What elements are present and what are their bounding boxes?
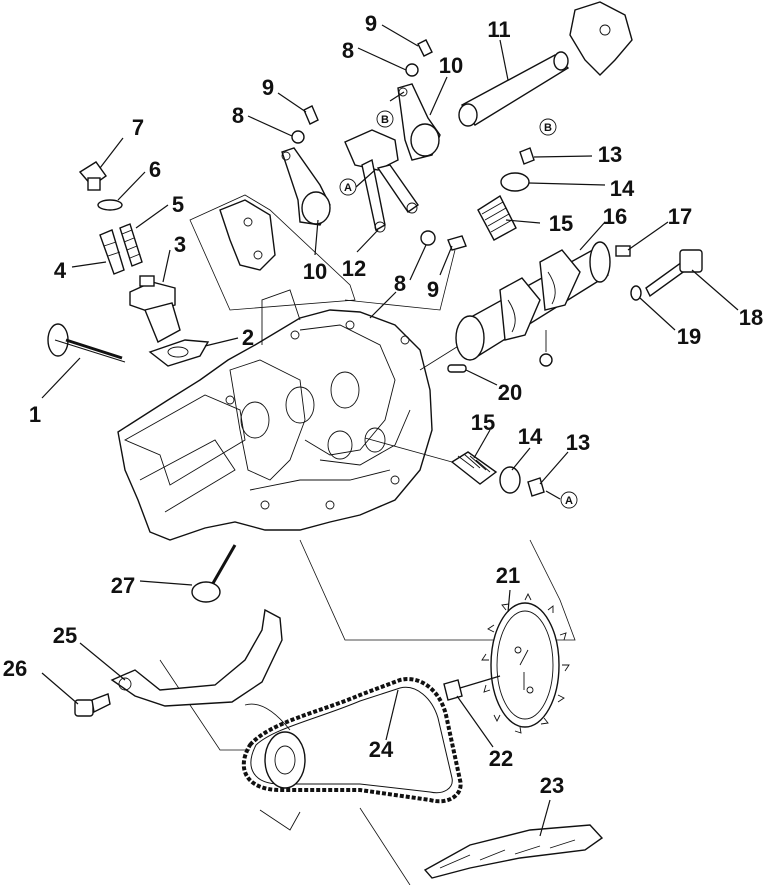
guide-pin — [447, 364, 467, 373]
callout-17: 17 — [668, 204, 692, 229]
callout-1: 1 — [29, 402, 41, 427]
adjuster-screw-top — [417, 39, 433, 57]
callout-19: 19 — [677, 324, 701, 349]
callout-27: 27 — [111, 573, 135, 598]
callout-5: 5 — [172, 192, 184, 217]
valve-train-outline — [344, 249, 456, 311]
rocker-arm-right — [397, 83, 441, 161]
callout-15-upper: 15 — [549, 211, 573, 236]
pivot-bolt — [74, 693, 111, 717]
callout-8-lower: 8 — [394, 271, 406, 296]
cylinder-head — [117, 289, 433, 541]
callout-8-top: 8 — [342, 38, 354, 63]
shaft-bracket — [569, 1, 633, 76]
tensioner-assembly — [129, 275, 181, 343]
valve-spring-upper — [477, 194, 517, 241]
retainer-upper — [500, 172, 530, 192]
rocker-arm-left — [281, 147, 331, 226]
marker-a-lower — [560, 491, 578, 509]
rocker-support-bracket — [219, 199, 276, 271]
tensioner-bolt — [99, 229, 125, 275]
chain-guide — [423, 824, 604, 879]
callout-16: 16 — [603, 204, 627, 229]
cotter-lower — [527, 477, 545, 497]
callout-23: 23 — [540, 773, 564, 798]
exhaust-valve — [191, 544, 237, 603]
callout-4: 4 — [54, 258, 67, 283]
gasket — [148, 339, 210, 367]
camshaft — [455, 241, 611, 367]
lock-washer — [630, 285, 642, 301]
cam-outline — [419, 344, 461, 371]
callout-25: 25 — [53, 623, 77, 648]
marker-b-upper-label: B — [544, 122, 552, 134]
chain-guide-outline — [359, 807, 411, 885]
callout-12: 12 — [342, 256, 366, 281]
callout-10-right: 10 — [439, 53, 463, 78]
callout-3: 3 — [174, 232, 186, 257]
marker-b-lower — [376, 110, 394, 128]
dowel-pin — [615, 245, 631, 257]
callout-14-lower: 14 — [518, 424, 543, 449]
retainer-lower — [499, 466, 521, 494]
callout-20: 20 — [498, 380, 522, 405]
callout-8-left: 8 — [232, 103, 244, 128]
callout-13-lower: 13 — [566, 430, 590, 455]
callout-24: 24 — [369, 737, 394, 762]
sealing-washer — [97, 199, 123, 211]
adjuster-screw-lower — [447, 235, 467, 251]
marker-b-lower-label: B — [381, 114, 389, 126]
callout-labels: 1 2 3 4 5 6 7 8 8 8 9 9 9 10 10 11 12 13… — [3, 11, 763, 798]
tensioner-spring — [119, 223, 143, 267]
plug-bolt — [78, 161, 107, 191]
marker-a-upper — [339, 178, 357, 196]
intake-valve — [47, 323, 126, 363]
callout-9-lower: 9 — [427, 277, 439, 302]
callout-9-top: 9 — [365, 11, 377, 36]
sprocket-bolt — [443, 675, 501, 701]
rocker-shaft — [458, 51, 570, 127]
callout-18: 18 — [739, 305, 763, 330]
callout-10-left: 10 — [303, 259, 327, 284]
marker-circles: B B A A — [339, 110, 578, 509]
callout-22: 22 — [489, 746, 513, 771]
callout-21: 21 — [496, 563, 520, 588]
callout-6: 6 — [149, 157, 161, 182]
marker-b-upper — [539, 118, 557, 136]
callout-9-left: 9 — [262, 75, 274, 100]
lock-nut-top — [405, 63, 419, 77]
tensioner-blade — [110, 608, 283, 707]
callout-11: 11 — [487, 17, 510, 42]
timing-chain — [241, 677, 463, 804]
camshaft-bolt — [645, 249, 703, 298]
callout-26: 26 — [3, 656, 27, 681]
valve-spring-lower — [450, 451, 498, 485]
callout-2: 2 — [242, 325, 254, 350]
callout-15-lower: 15 — [471, 410, 495, 435]
lock-nut-left — [291, 130, 305, 144]
cotter-upper — [519, 147, 535, 165]
marker-a-upper-label: A — [344, 182, 352, 194]
cam-sprocket — [481, 592, 570, 734]
marker-a-lower-label: A — [565, 495, 573, 507]
callout-7: 7 — [132, 115, 144, 140]
crank-sprocket — [244, 703, 306, 831]
rocker-box-outline — [189, 194, 356, 311]
drive-box-outline — [299, 539, 576, 641]
rocker-arm-center — [344, 129, 419, 233]
callout-13-upper: 13 — [598, 142, 622, 167]
callout-14-upper: 14 — [610, 176, 635, 201]
adjuster-screw-left — [303, 105, 319, 125]
lock-nut-lower — [420, 230, 436, 246]
leader-lines — [41, 24, 739, 837]
